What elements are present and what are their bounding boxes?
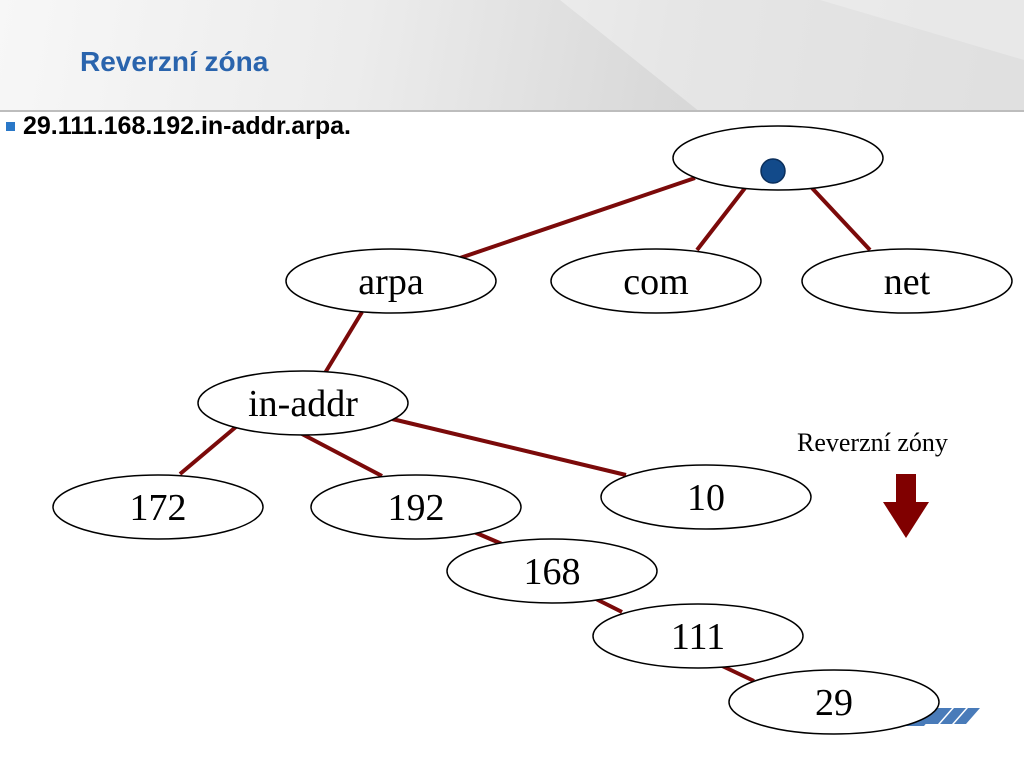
- node-com-label: com: [623, 261, 688, 303]
- node-net: net: [801, 248, 1013, 314]
- node-29-label: 29: [815, 682, 853, 724]
- node-172-label: 172: [130, 487, 187, 529]
- root-dot-icon: [760, 158, 786, 184]
- node-168-label: 168: [524, 551, 581, 593]
- node-29: 29: [728, 669, 940, 735]
- edge-root-net: [810, 186, 872, 252]
- node-10: 10: [600, 464, 812, 530]
- node-in-addr-label: in-addr: [248, 383, 358, 425]
- node-111: 111: [592, 603, 804, 669]
- header-band: Reverzní zóna: [0, 0, 1024, 112]
- node-168: 168: [446, 538, 658, 604]
- node-192: 192: [310, 474, 522, 540]
- node-10-label: 10: [687, 477, 725, 519]
- header-decoration: [0, 0, 1024, 112]
- edge-in-addr-192: [301, 432, 383, 478]
- edge-root-arpa: [459, 176, 696, 260]
- edge-192-168: [473, 530, 503, 546]
- node-arpa: arpa: [285, 248, 497, 314]
- edge-in-addr-172: [178, 424, 239, 476]
- edge-root-com: [695, 186, 747, 252]
- node-172: 172: [52, 474, 264, 540]
- slide-title: Reverzní zóna: [80, 46, 269, 77]
- node-com: com: [550, 248, 762, 314]
- edge-arpa-in-addr: [323, 310, 364, 375]
- node-in-addr: in-addr: [197, 370, 409, 436]
- node-111-label: 111: [671, 616, 725, 658]
- bullet-text: 29.111.168.192.in-addr.arpa.: [23, 112, 352, 140]
- edge-in-addr-10: [387, 416, 627, 477]
- node-192-label: 192: [388, 487, 445, 529]
- bullet-item: 29.111.168.192.in-addr.arpa.: [6, 112, 351, 141]
- node-net-label: net: [884, 261, 931, 303]
- node-arpa-label: arpa: [358, 261, 424, 303]
- bullet-marker-icon: [6, 122, 15, 131]
- node-root: [672, 125, 884, 191]
- reverse-zones-label: Reverzní zóny: [797, 428, 948, 457]
- down-arrow-icon: [883, 474, 929, 538]
